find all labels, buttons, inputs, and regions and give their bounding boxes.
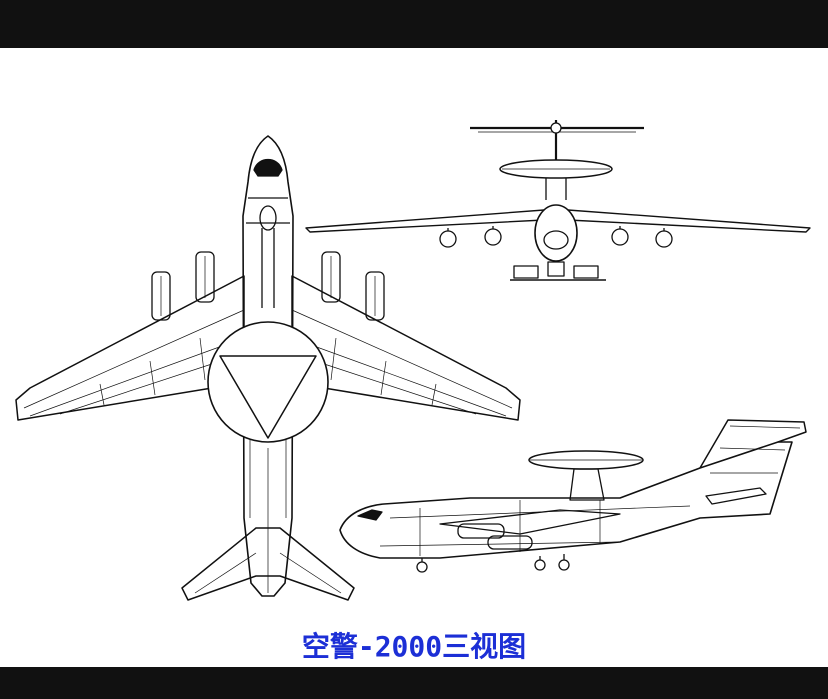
front-view-engine-4: [655, 230, 673, 248]
front-view-engine-1: [439, 230, 457, 248]
side-view-landing-gear: [416, 554, 570, 573]
drawing-sheet: 空警-2000三视图: [0, 48, 828, 667]
front-view-landing-gear: [510, 261, 606, 281]
front-view: [305, 120, 811, 281]
top-view-engine-2: [195, 251, 215, 303]
side-view-wing: [439, 509, 621, 535]
top-view-tailplane: [181, 527, 355, 601]
side-view-engine-2: [487, 535, 533, 550]
bottom-black-bar: [0, 667, 828, 699]
drawing-caption: 空警-2000三视图: [301, 630, 527, 663]
side-view-stabilizer: [705, 487, 767, 505]
top-view: [15, 135, 521, 601]
top-view-radome: [207, 321, 329, 443]
front-view-engine-3: [611, 228, 629, 246]
three-view-drawing: [15, 120, 811, 601]
side-view-fuselage: [339, 441, 793, 559]
top-black-bar: [0, 0, 828, 48]
side-view: [339, 419, 807, 573]
side-view-cockpit: [357, 509, 383, 521]
top-view-radar-triangle: [219, 355, 317, 439]
top-view-engine-1: [151, 271, 171, 321]
top-view-fuselage: [242, 135, 294, 597]
top-view-engine-4: [365, 271, 385, 321]
top-view-cockpit: [253, 158, 283, 177]
side-view-engine-1: [457, 523, 505, 539]
top-view-engine-3: [321, 251, 341, 303]
front-view-fuselage: [534, 204, 578, 262]
side-view-radar-pylon: [569, 468, 605, 501]
side-view-fin: [699, 419, 807, 469]
front-view-engine-2: [484, 228, 502, 246]
